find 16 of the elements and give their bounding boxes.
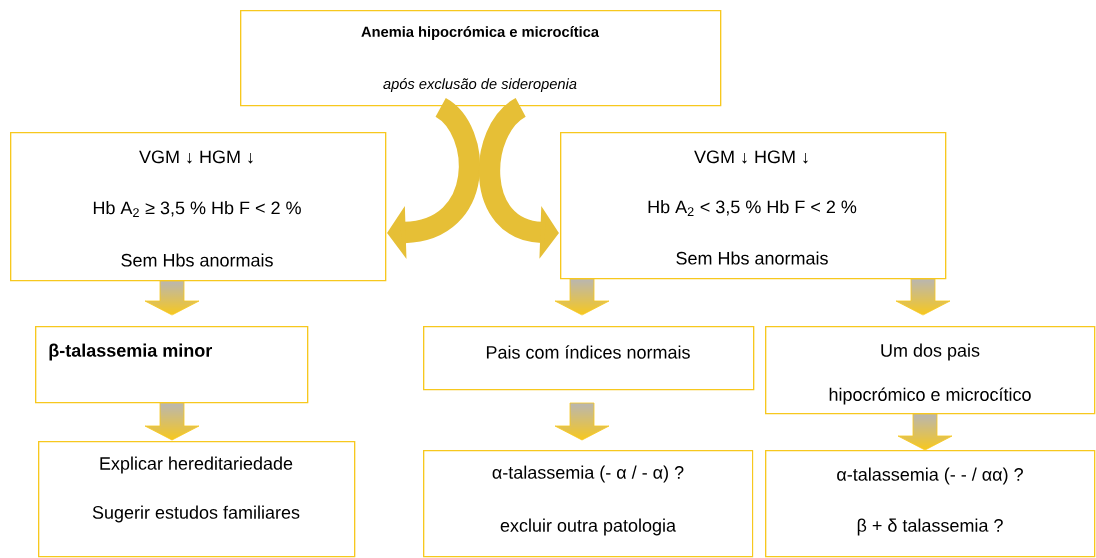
text-box: Explicar hereditariedade Sugerir estudos familiares xyxy=(38,441,356,558)
text-box: Pais com índices normais xyxy=(423,326,755,391)
block-arrow xyxy=(144,280,200,316)
text-box: α-talassemia (- α / - α) ? excluir outra patologia xyxy=(423,450,754,558)
text-box: Um dos pais hipocrómico e microcítico xyxy=(765,326,1096,415)
block-arrow xyxy=(895,278,951,316)
block-arrow xyxy=(554,278,610,316)
text-box: VGM ↓ HGM ↓ Hb A$_{2}$ < 3,5 % Hb F < 2 % Sem Hbs anormais xyxy=(560,132,947,280)
text-box: VGM ↓ HGM ↓ Hb A$_{2}$ ≥ 3,5 % Hb F < 2 % Sem Hbs anormais xyxy=(10,132,387,282)
block-arrow xyxy=(144,402,200,441)
text-box: Anemia hipocrómica e microcítica após exclusão de sideropenia xyxy=(240,10,722,107)
curved-arrow xyxy=(387,98,481,259)
text-box: β-talassemia minor xyxy=(35,326,309,404)
block-arrow xyxy=(897,413,953,451)
block-arrow xyxy=(554,402,610,441)
text-box: α-talassemia (- - / αα) ? β + δ talassemia ? xyxy=(765,450,1096,558)
